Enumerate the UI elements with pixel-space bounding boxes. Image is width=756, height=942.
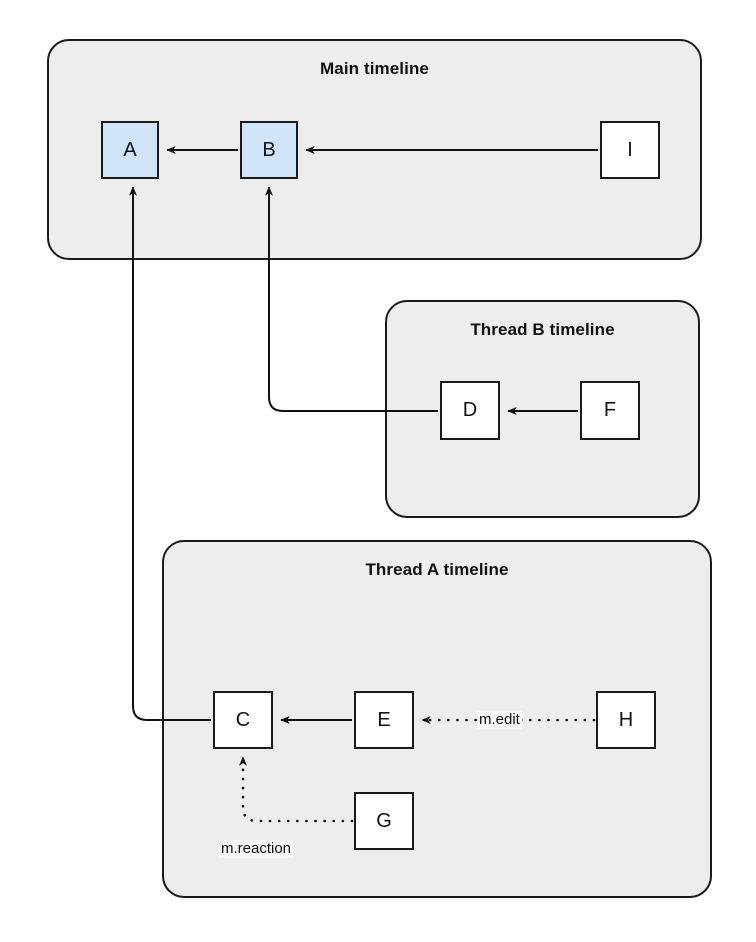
node-e[interactable]: E [354, 691, 414, 749]
node-d[interactable]: D [440, 381, 500, 440]
edge-g-to-c [239, 755, 354, 823]
group-thread-b-timeline-title: Thread B timeline [470, 320, 615, 339]
node-f-label: F [603, 399, 617, 421]
edge-c-to-a [129, 186, 211, 721]
group-thread-b-timeline[interactable]: Thread B timeline [385, 300, 700, 518]
node-g[interactable]: G [354, 792, 414, 850]
node-a[interactable]: A [101, 121, 159, 179]
group-main-timeline-title: Main timeline [320, 59, 429, 78]
node-b[interactable]: B [240, 121, 298, 179]
group-thread-a-timeline-title: Thread A timeline [365, 560, 509, 579]
node-f[interactable]: F [580, 381, 640, 440]
node-e-label: E [377, 708, 391, 731]
node-c-label: C [235, 708, 251, 731]
node-i[interactable]: I [600, 121, 660, 179]
node-h[interactable]: H [596, 691, 656, 749]
node-i-label: I [627, 138, 633, 161]
node-g-label: G [376, 809, 392, 832]
node-a-label: A [123, 138, 137, 161]
node-b-label: B [262, 138, 276, 161]
node-c[interactable]: C [213, 691, 273, 749]
edge-label-m-edit: m.edit [477, 711, 522, 729]
node-d-label: D [462, 399, 478, 421]
edge-d-to-b [265, 186, 438, 412]
node-h-label: H [618, 708, 634, 731]
edge-label-m-reaction: m.reaction [219, 840, 294, 858]
